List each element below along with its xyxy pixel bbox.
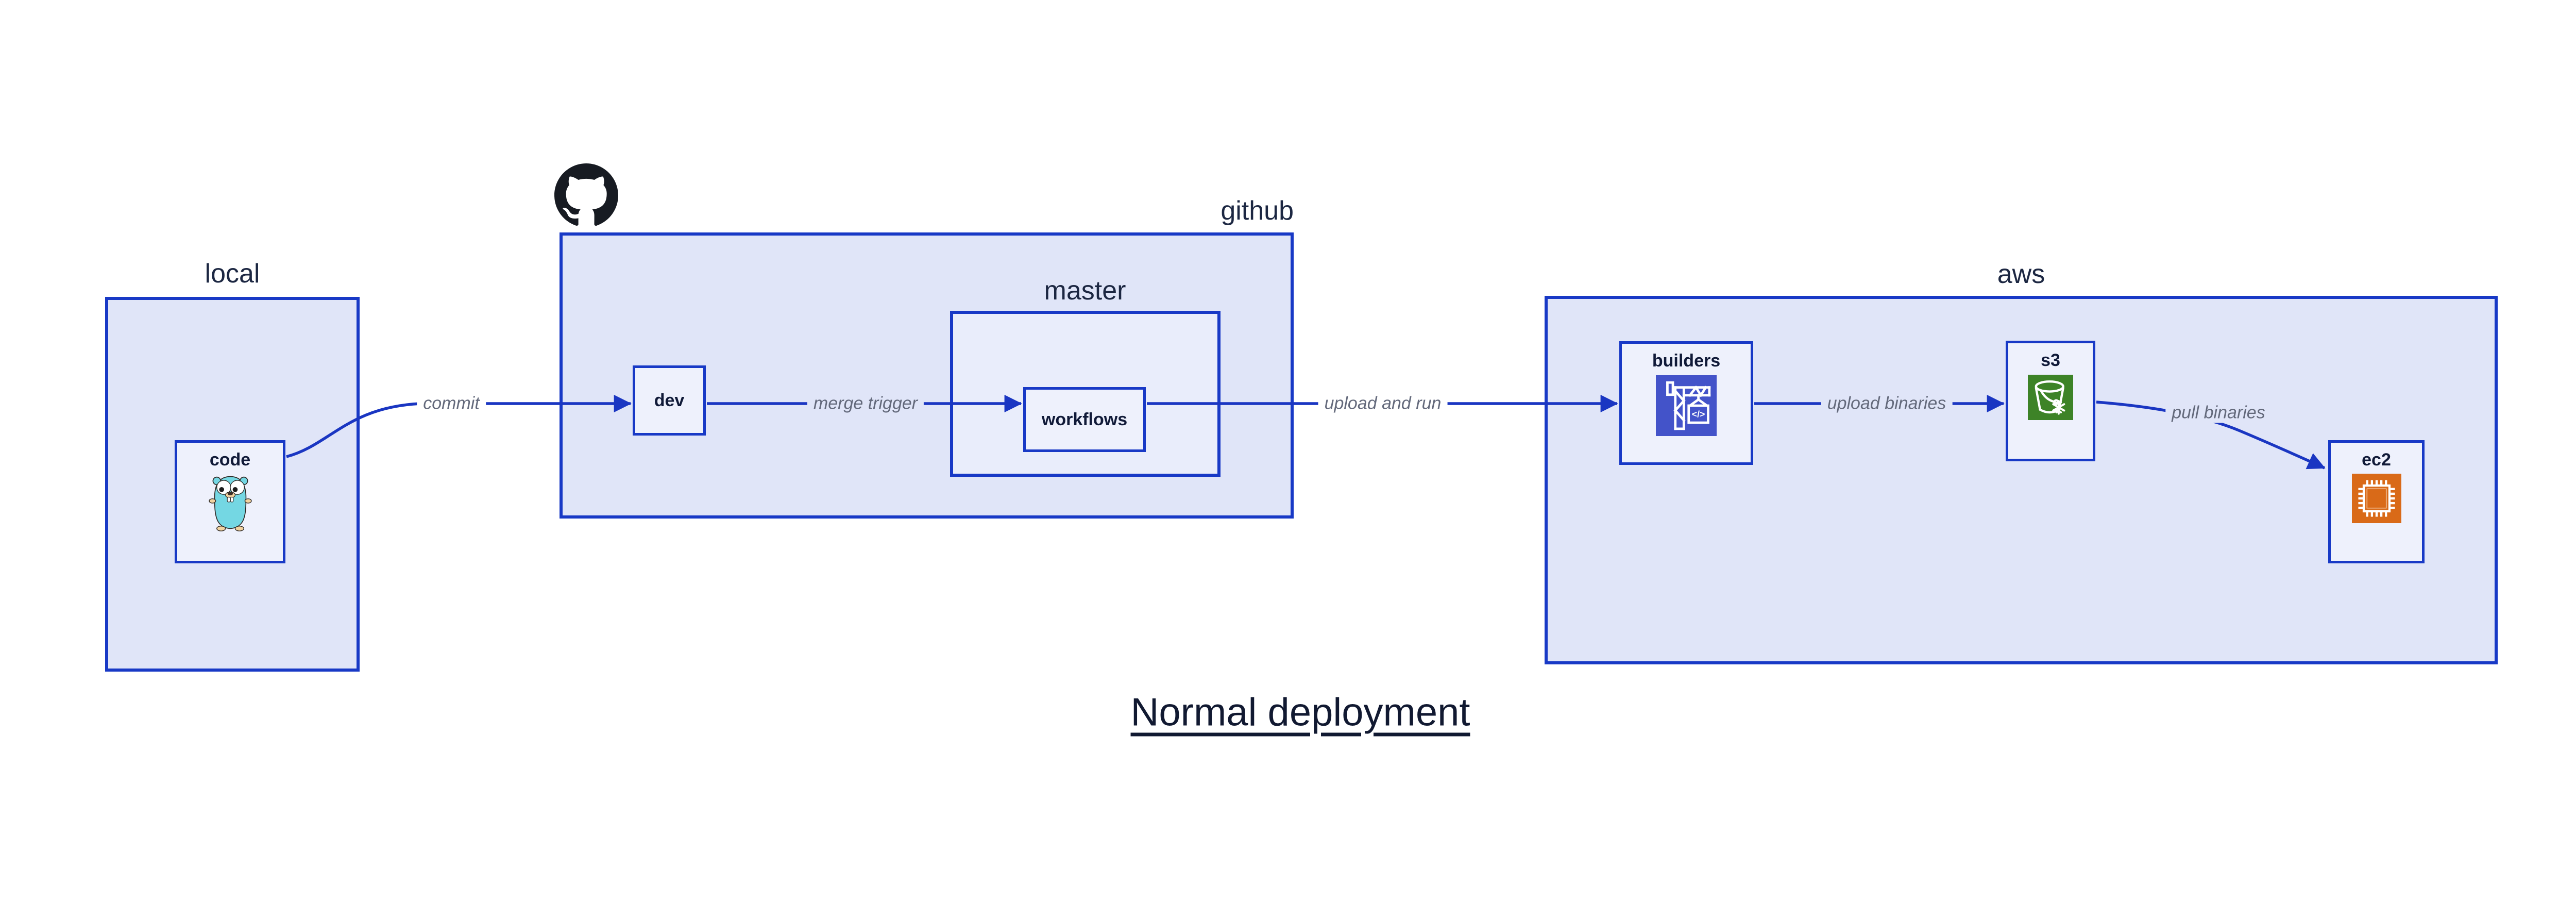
diagram-title: Normal deployment	[1130, 690, 1470, 734]
container-github-label: github	[1221, 196, 1294, 226]
edge-commit-label: commit	[417, 393, 486, 414]
ec2-chip-icon	[2351, 474, 2401, 523]
node-code-label: code	[209, 450, 251, 470]
github-octocat-icon	[554, 163, 618, 226]
container-local-label: local	[205, 259, 260, 289]
edge-merge-trigger-label: merge trigger	[807, 393, 924, 414]
node-dev: dev	[633, 365, 706, 436]
codebuild-crane-icon: </>	[1656, 375, 1717, 436]
go-gopher-icon	[208, 476, 252, 531]
node-dev-label: dev	[654, 390, 685, 410]
crane-code-glyph: </>	[1692, 409, 1705, 419]
node-ec2: ec2	[2328, 440, 2425, 563]
node-workflows: workflows	[1023, 387, 1146, 452]
node-ec2-label: ec2	[2362, 450, 2391, 470]
container-aws-label: aws	[1997, 259, 2045, 289]
node-workflows-label: workflows	[1041, 409, 1128, 429]
edge-pull-binaries-label: pull binaries	[2165, 403, 2272, 423]
container-master-label: master	[1044, 276, 1126, 306]
node-builders: builders </>	[1619, 341, 1753, 465]
s3-bucket-snowflake-icon	[2028, 375, 2073, 420]
node-code: code	[175, 440, 285, 563]
node-s3: s3	[2006, 341, 2095, 461]
node-builders-label: builders	[1652, 351, 1721, 371]
node-s3-label: s3	[2041, 350, 2060, 370]
edge-upload-and-run-label: upload and run	[1318, 393, 1448, 414]
edge-upload-binaries-label: upload binaries	[1821, 393, 1953, 414]
